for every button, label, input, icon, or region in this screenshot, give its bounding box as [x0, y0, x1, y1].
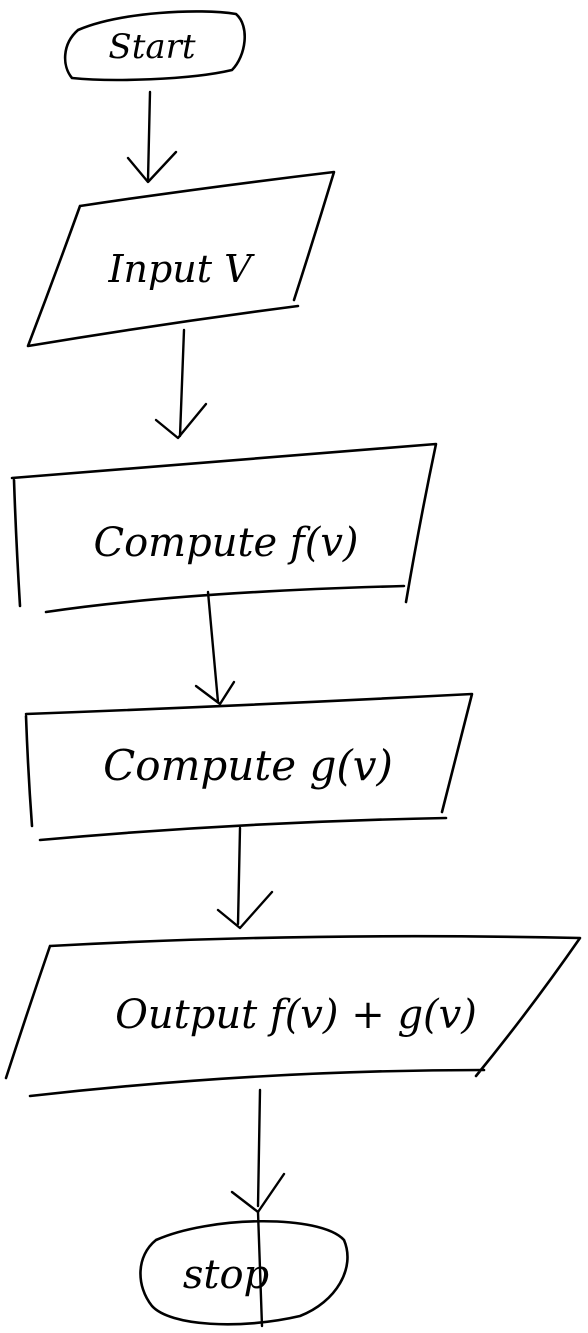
- arrowhead-icon: [194, 680, 236, 706]
- arrowhead-icon: [216, 890, 274, 930]
- stop-node: stop: [139, 1210, 349, 1328]
- stop-terminal-shape: [139, 1219, 349, 1326]
- input-label: Input V: [107, 247, 255, 291]
- compute-f-label: Compute f(v): [93, 520, 358, 566]
- start-label: Start: [108, 27, 195, 67]
- compute-g-node: Compute g(v): [24, 692, 474, 842]
- compute-f-rectangle-shape: [10, 442, 438, 614]
- connector-line: [206, 590, 220, 704]
- arrowhead-icon: [126, 150, 178, 184]
- compute-g-label: Compute g(v): [103, 741, 393, 790]
- stop-label: stop: [183, 1252, 269, 1298]
- input-parallelogram-shape: [26, 170, 336, 348]
- arrowhead-icon: [154, 402, 208, 440]
- connector-line: [178, 328, 186, 438]
- input-node: Input V: [26, 170, 336, 348]
- start-terminal-shape: [63, 10, 247, 82]
- edge-input-to-compute-f: [154, 328, 208, 440]
- output-label: Output f(v) + g(v): [115, 992, 477, 1038]
- compute-g-rectangle-shape: [24, 692, 474, 842]
- edge-compute-g-to-output: [216, 826, 274, 930]
- output-parallelogram-shape: [4, 934, 582, 1098]
- edge-compute-f-to-compute-g: [194, 590, 236, 706]
- start-node: Start: [63, 10, 247, 82]
- connector-line: [146, 90, 152, 182]
- output-node: Output f(v) + g(v): [4, 934, 582, 1098]
- stop-tail-line: [256, 1210, 264, 1328]
- edge-output-to-stop: [230, 1088, 286, 1214]
- compute-f-node: Compute f(v): [10, 442, 438, 614]
- connector-line: [256, 1088, 262, 1208]
- connector-line: [236, 826, 242, 926]
- edge-start-to-input: [126, 90, 178, 184]
